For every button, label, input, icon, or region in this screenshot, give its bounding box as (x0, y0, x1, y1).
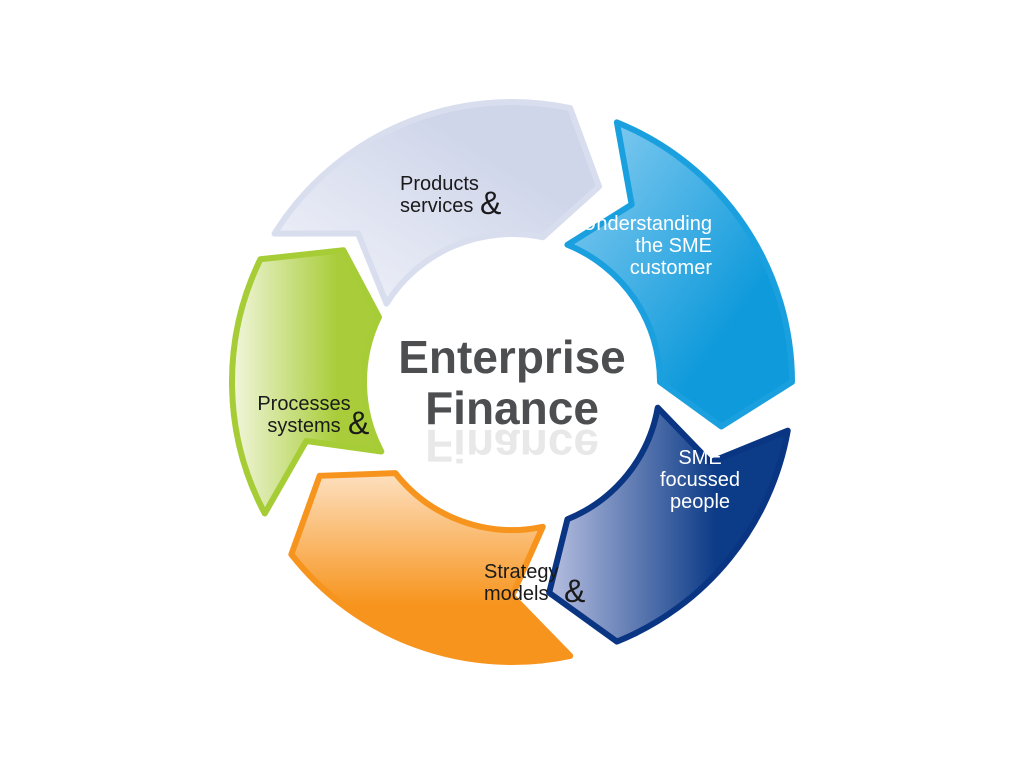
segment-label-line: focussed (660, 469, 740, 491)
segment-label-line: models (484, 583, 548, 605)
segment-strategy-models (288, 470, 574, 665)
segment-label-line: Strategy (484, 561, 558, 583)
segment-label-line: Understanding (582, 213, 712, 235)
segment-label-line: services (400, 195, 473, 217)
segment-label-line: SME (678, 447, 721, 469)
center-title-line-1: Enterprise (398, 331, 626, 383)
ampersand-glyph: & (564, 573, 585, 609)
segment-label-line: people (670, 491, 730, 513)
ampersand-glyph: & (480, 185, 501, 221)
center-hub: Enterprise Finance Finance (376, 246, 648, 518)
segment-label-line: the SME (635, 235, 712, 257)
ampersand-glyph: & (348, 405, 369, 441)
segment-label-line: systems (267, 415, 340, 437)
center-title-line-2: Finance (425, 382, 599, 434)
segment-label-line: Products (400, 173, 479, 195)
segment-processes-systems (229, 247, 385, 517)
segment-sme-focussed-people (546, 404, 791, 645)
segment-label-line: Processes (257, 393, 350, 415)
segment-label-line: customer (630, 257, 713, 279)
segment-products-services (271, 99, 603, 307)
center-circle (376, 246, 648, 518)
center-title-reflection: Finance (425, 420, 599, 472)
segment-understanding-sme-customer (564, 119, 795, 430)
